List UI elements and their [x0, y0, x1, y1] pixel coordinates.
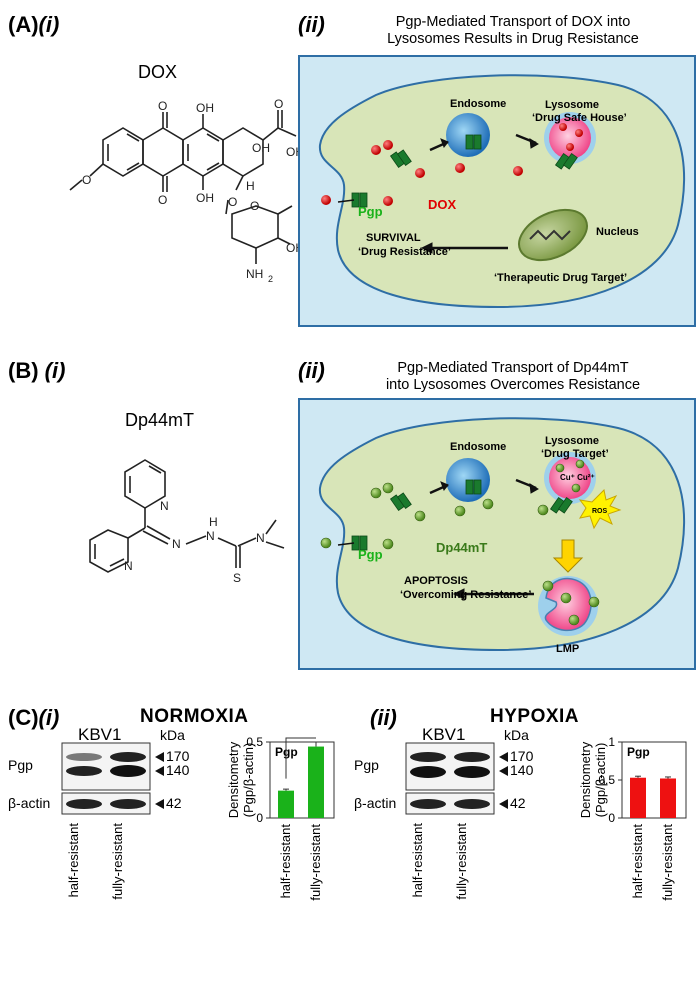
western-blot-hypoxia: KBV1 kDa 170 140 42 Pgp β-actin half-res… [348, 725, 548, 985]
drug-target-label: ‘Therapeutic Drug Target’ [494, 272, 627, 284]
category-label: fully-resistant [308, 824, 323, 901]
svg-text:N: N [160, 499, 169, 513]
dp44mt-structure: NN NNH NS [89, 459, 285, 585]
drug-resistance-label: ‘Drug Resistance’ [358, 246, 451, 258]
pgp-label: Pgp [358, 547, 383, 562]
svg-text:S: S [233, 571, 241, 585]
marker-42: 42 [166, 795, 182, 811]
endosome-label: Endosome [450, 441, 506, 453]
svg-text:O: O [228, 195, 237, 209]
row-label-actin: β-actin [8, 795, 51, 811]
densitometry-chart-normoxia: 00.5Densitometry(Pgp/β-actin)Pgphalf-res… [226, 736, 335, 901]
bar-fully-resistant [308, 746, 324, 818]
y-axis-label: Densitometry(Pgp/β-actin) [578, 741, 608, 818]
lmp-label: LMP [556, 643, 579, 655]
svg-text:2: 2 [268, 274, 273, 284]
hypoxia-title: HYPOXIA [490, 706, 580, 727]
ros-burst [578, 488, 622, 530]
panel-b-label: (B) (i) [8, 358, 66, 383]
marker-140: 140 [510, 762, 534, 778]
svg-text:N: N [256, 531, 265, 545]
svg-text:H: H [209, 515, 218, 529]
significance-label: *** [294, 736, 308, 739]
svg-text:OH: OH [286, 241, 300, 255]
svg-text:N: N [124, 559, 133, 573]
apoptosis-label: APOPTOSIS [404, 575, 468, 587]
dp44mt-name: Dp44mT [125, 410, 195, 430]
bar-half-resistant [630, 777, 646, 818]
marker-140: 140 [166, 762, 190, 778]
y-tick-label: 0 [608, 811, 615, 825]
pgp-label: Pgp [358, 204, 383, 219]
lane-label: half-resistant [410, 823, 425, 898]
ros-label: ROS [592, 508, 608, 515]
significance-bracket [285, 737, 316, 779]
svg-text:OH: OH [196, 191, 214, 205]
marker-42: 42 [510, 795, 526, 811]
row-label-actin: β-actin [354, 795, 397, 811]
dox-transport-diagram: Endosome Lysosome ‘Drug Safe House’ Pgp … [298, 55, 696, 327]
svg-text:N: N [172, 537, 181, 551]
survival-label: SURVIVAL [366, 232, 421, 244]
panel-a-ii-label: (ii) [298, 12, 325, 37]
lane-label: half-resistant [66, 823, 81, 898]
normoxia-title: NORMOXIA [140, 706, 249, 727]
endosome-label: Endosome [450, 98, 506, 110]
svg-text:N: N [206, 529, 215, 543]
western-blot-normoxia: KBV1 kDa 170 140 42 Pgp β-actin half-res… [0, 725, 330, 985]
category-label: fully-resistant [660, 824, 675, 901]
lane-label: fully-resistant [454, 823, 469, 900]
lysosome-sub-label: ‘Drug Safe House’ [532, 112, 627, 124]
svg-text:OH: OH [286, 145, 300, 159]
y-tick-label: 0.5 [598, 773, 615, 787]
svg-text:O: O [250, 199, 259, 213]
svg-text:NH: NH [246, 267, 263, 281]
svg-text:O: O [274, 97, 283, 111]
dox-name: DOX [138, 62, 178, 82]
lane-label: fully-resistant [110, 823, 125, 900]
y-tick-label: 0 [256, 811, 263, 825]
copper-label: Cu⁺ Cu²⁺ [560, 473, 595, 482]
dp44mt-transport-diagram: Endosome Lysosome ‘Drug Target’ Cu⁺ Cu²⁺… [298, 398, 696, 670]
kda-label: kDa [504, 727, 529, 743]
cell-line-label: KBV1 [78, 725, 122, 744]
chart-title: Pgp [627, 745, 650, 759]
row-label-pgp: Pgp [8, 757, 33, 773]
y-tick-label: 0.5 [246, 736, 263, 749]
category-label: half-resistant [278, 824, 293, 899]
bar-half-resistant [278, 790, 294, 818]
category-label: half-resistant [630, 824, 645, 899]
panel-a-label: (A)(i) [8, 12, 60, 37]
svg-text:O: O [158, 99, 167, 113]
lmp-lysosome [544, 577, 592, 632]
panel-b-ii-label: (ii) [298, 358, 325, 383]
panel-c-label: (C)(i) [8, 705, 60, 730]
dox-drug-label: DOX [428, 197, 457, 212]
svg-text:OH: OH [196, 101, 214, 115]
overcoming-resistance-label: ‘Overcoming Resistance’ [400, 589, 531, 601]
cell-line-label: KBV1 [422, 725, 466, 744]
y-axis-label: Densitometry(Pgp/β-actin) [226, 741, 256, 818]
marker-170: 170 [510, 748, 534, 764]
y-tick-label: 1 [608, 736, 615, 749]
bar-fully-resistant [660, 778, 676, 818]
nucleus-label: Nucleus [596, 226, 639, 238]
svg-text:O: O [82, 173, 91, 187]
lysosome-sub-label: ‘Drug Target’ [541, 448, 609, 460]
svg-text:H: H [246, 179, 255, 193]
row-label-pgp: Pgp [354, 757, 379, 773]
svg-text:O: O [158, 193, 167, 207]
lysosome-label: Lysosome [545, 99, 599, 111]
marker-170: 170 [166, 748, 190, 764]
svg-text:OH: OH [252, 141, 270, 155]
panel-c-ii-label: (ii) [370, 705, 397, 730]
kda-label: kDa [160, 727, 185, 743]
lysosome-label: Lysosome [545, 435, 599, 447]
nucleus [518, 208, 588, 262]
dp44mt-drug-label: Dp44mT [436, 540, 487, 555]
